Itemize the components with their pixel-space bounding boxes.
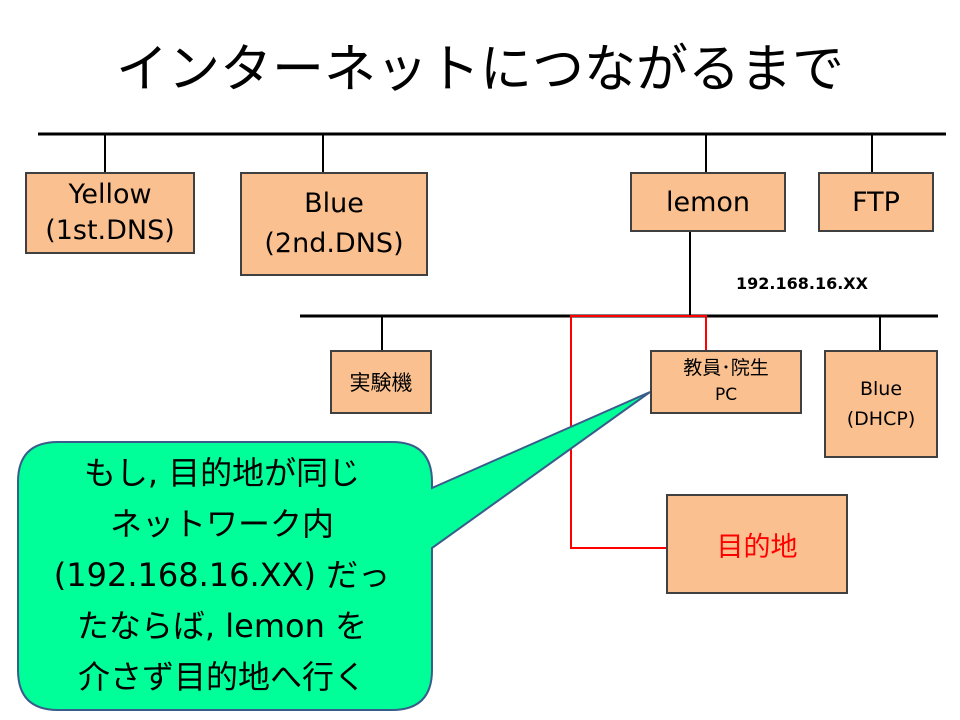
callout-line: 介さず目的地へ行く <box>77 658 366 696</box>
node-name: Blue <box>859 378 903 400</box>
direct-route-line <box>570 315 707 549</box>
node-role: (1st.DNS) <box>45 215 175 246</box>
callout-line: たならば, lemon を <box>76 607 368 645</box>
node-name: Yellow <box>68 179 152 210</box>
node-name: FTP <box>852 186 900 218</box>
node-name: lemon <box>665 186 751 218</box>
node-role: (2nd.DNS) <box>264 228 404 259</box>
experiment-machine-node: 実験機 <box>330 350 432 414</box>
node-name: 目的地 <box>716 531 798 563</box>
callout-line: ネットワーク内 <box>109 505 334 543</box>
node-role: PC <box>714 385 738 405</box>
node-name: 実験機 <box>349 371 413 395</box>
node-name: 教員･院生 <box>683 357 769 379</box>
callout-line: もし, 目的地が同じ <box>83 454 361 492</box>
ftp-node: FTP <box>818 172 934 232</box>
node-name: Blue <box>304 188 364 219</box>
yellow-dns-node: Yellow (1st.DNS) <box>25 172 195 254</box>
callout-line: (192.168.16.XX) だっ <box>53 556 391 594</box>
callout-bubble <box>17 391 651 711</box>
node-role: (DHCP) <box>846 408 916 430</box>
page-title: インターネットにつながるまで <box>115 40 844 100</box>
lemon-node: lemon <box>630 172 786 232</box>
staff-pc-node: 教員･院生 PC <box>650 350 802 414</box>
blue-dns-node: Blue (2nd.DNS) <box>240 172 428 276</box>
subnet-address-label: 192.168.16.XX <box>736 274 868 293</box>
blue-dhcp-node: Blue (DHCP) <box>824 350 938 458</box>
callout-text: もし, 目的地が同じ ネットワーク内 (192.168.16.XX) だっ たな… <box>16 448 428 703</box>
destination-node: 目的地 <box>666 494 848 594</box>
